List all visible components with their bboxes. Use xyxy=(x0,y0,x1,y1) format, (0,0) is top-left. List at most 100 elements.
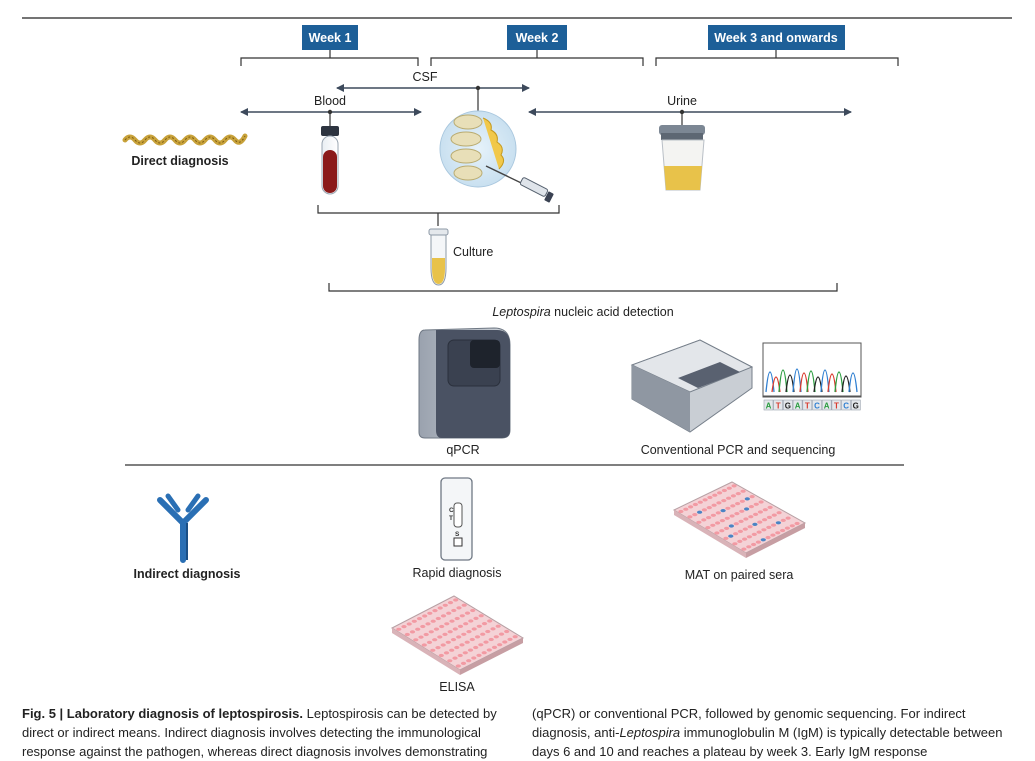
blood-label: Blood xyxy=(314,94,346,108)
plate-well xyxy=(697,510,703,514)
plate-well xyxy=(733,522,739,526)
plate-well xyxy=(717,491,723,495)
week-3-bracket xyxy=(655,57,899,66)
plate-well xyxy=(470,608,476,613)
plate-well xyxy=(775,531,781,535)
leptospira-bacterium-icon xyxy=(122,133,248,146)
plate-well xyxy=(721,488,728,493)
plate-well xyxy=(466,630,472,634)
plate-well xyxy=(421,643,427,647)
plate-well xyxy=(733,532,739,536)
plate-well xyxy=(707,495,713,500)
plate-well xyxy=(437,606,443,610)
plate-well xyxy=(401,625,407,629)
caption-left-column: Fig. 5 | Laboratory diagnosis of leptosp… xyxy=(22,704,512,761)
plate-well xyxy=(729,514,735,518)
diagram-canvas: Week 1 Week 2 Week 3 and onwards CSF Blo… xyxy=(22,17,1012,694)
plate-well xyxy=(740,489,746,493)
plate-well xyxy=(438,653,444,658)
plate-well xyxy=(498,632,505,636)
plate-well xyxy=(480,632,486,636)
plate-well xyxy=(452,656,458,660)
plate-well xyxy=(432,609,438,613)
plate-well xyxy=(725,506,731,510)
nucleic-acid-label: Leptospira nucleic acid detection xyxy=(492,305,673,319)
week-1-badge: Week 1 xyxy=(302,25,358,50)
plate-well xyxy=(735,502,741,506)
plate-well xyxy=(433,627,440,631)
plate-well xyxy=(427,611,433,615)
plate-well xyxy=(467,648,474,652)
dna-letter: C xyxy=(814,402,820,411)
svg-text:C: C xyxy=(449,507,454,514)
plate-well xyxy=(720,509,726,513)
plate-well xyxy=(461,632,467,636)
nucleic-acid-bracket xyxy=(328,283,838,292)
plate-well xyxy=(692,502,699,507)
plate-well xyxy=(460,661,467,666)
plate-well xyxy=(507,637,513,642)
plate-well xyxy=(481,622,488,626)
plate-well xyxy=(728,524,735,528)
plate-well xyxy=(474,635,481,639)
plate-well xyxy=(454,645,460,650)
plate-well xyxy=(743,517,749,521)
plate-well xyxy=(455,664,461,668)
plate-well xyxy=(454,616,460,621)
plate-well xyxy=(723,536,729,541)
plate-well xyxy=(731,484,737,488)
plate-well xyxy=(696,520,702,524)
plate-well xyxy=(767,505,773,509)
plate-well xyxy=(493,635,499,639)
plate-well xyxy=(789,524,795,528)
plate-well xyxy=(719,519,726,523)
plate-well xyxy=(741,547,747,551)
dna-letter: T xyxy=(776,402,781,411)
plate-well xyxy=(738,519,744,524)
dna-letter-box xyxy=(821,399,832,411)
dna-letter: G xyxy=(853,402,859,411)
plate-well xyxy=(746,545,752,549)
culture-label: Culture xyxy=(453,245,493,259)
plate-well xyxy=(468,619,474,623)
plate-well xyxy=(776,511,782,515)
plate-well xyxy=(734,511,740,516)
plate-well xyxy=(780,528,786,533)
plate-well xyxy=(687,515,693,519)
plate-well xyxy=(748,505,755,509)
dna-letter: T xyxy=(805,402,810,411)
direct-diagnosis-label: Direct diagnosis xyxy=(131,154,228,168)
plate-well xyxy=(406,622,412,626)
plate-well xyxy=(724,526,730,531)
plate-well xyxy=(445,640,451,644)
week-2-badge: Week 2 xyxy=(507,25,567,50)
week-3-badge: Week 3 and onwards xyxy=(708,25,845,50)
plate-well xyxy=(471,656,477,660)
plate-well xyxy=(716,501,722,505)
plate-well xyxy=(457,624,464,629)
dna-letter-box xyxy=(850,399,861,411)
rapid-diagnosis-label: Rapid diagnosis xyxy=(413,566,502,580)
plate-well xyxy=(476,624,482,628)
plate-well xyxy=(504,629,510,634)
plate-well xyxy=(762,518,768,522)
plate-well xyxy=(744,497,750,501)
plate-well xyxy=(760,538,766,542)
plate-well xyxy=(497,643,503,647)
plate-well xyxy=(726,486,732,490)
plate-well xyxy=(780,518,786,523)
dna-letter-box xyxy=(792,399,803,411)
urine-label: Urine xyxy=(667,94,697,108)
plate-well xyxy=(512,635,518,639)
plate-well xyxy=(432,638,438,642)
plate-well xyxy=(751,542,757,547)
culture-tube-icon xyxy=(428,228,449,286)
plate-well xyxy=(466,659,472,663)
plate-well xyxy=(702,498,708,502)
plate-well xyxy=(425,622,431,626)
plate-well xyxy=(761,528,767,532)
plate-well xyxy=(753,512,759,517)
plate-well xyxy=(757,520,763,524)
plate-well xyxy=(463,622,469,626)
